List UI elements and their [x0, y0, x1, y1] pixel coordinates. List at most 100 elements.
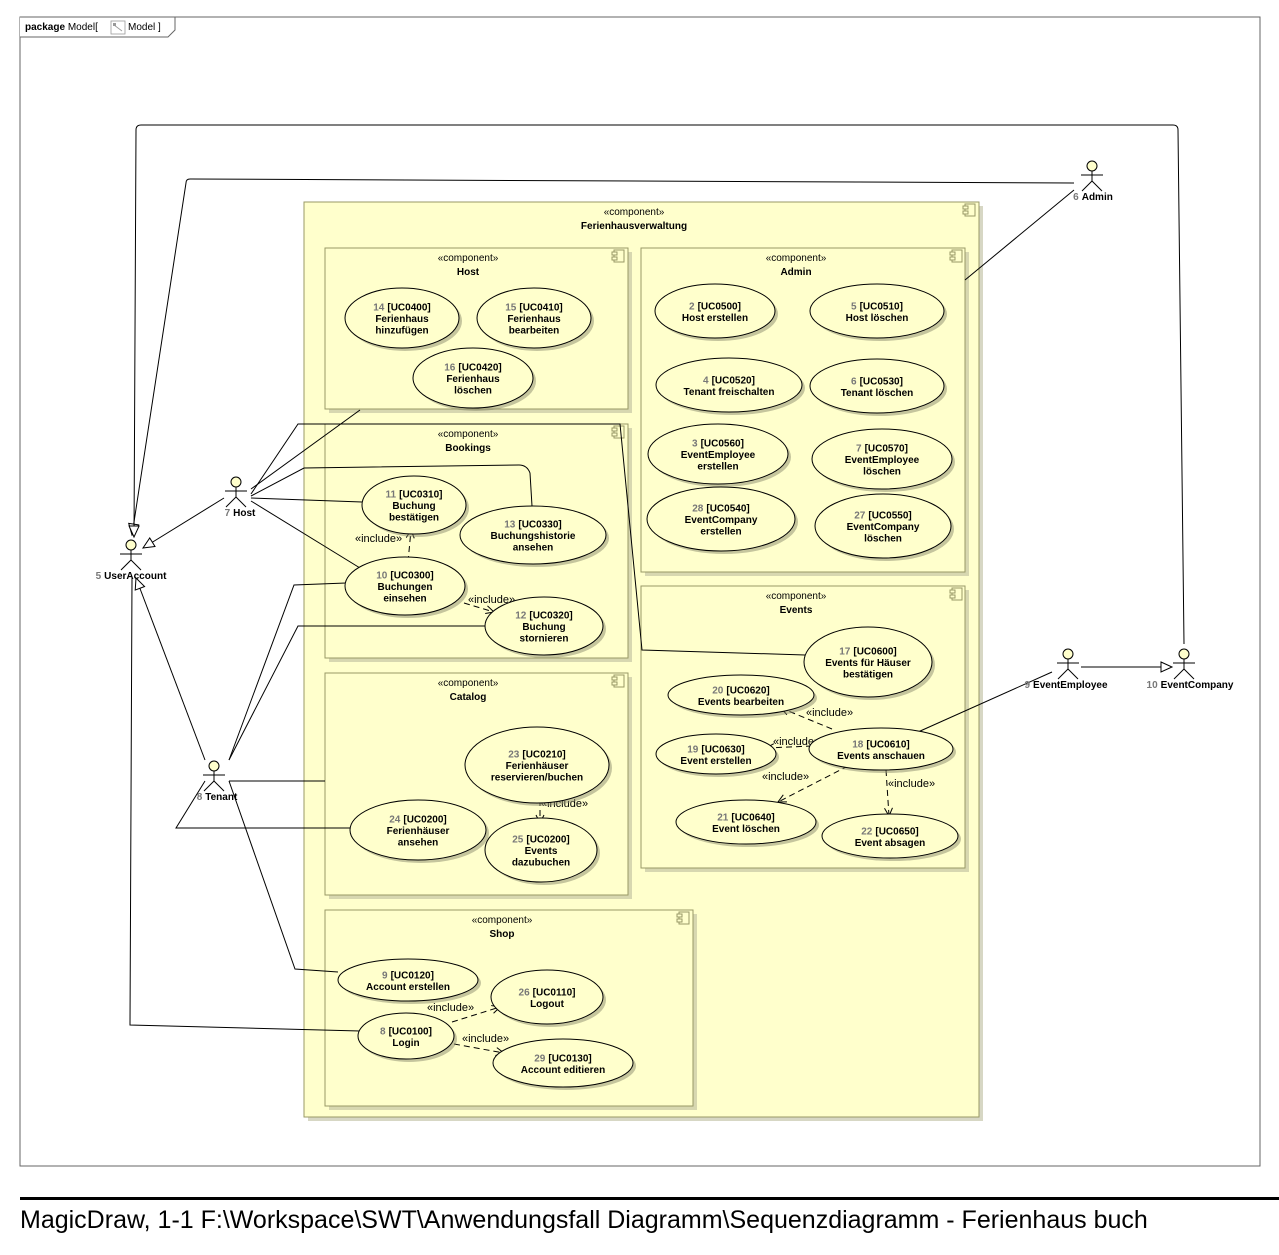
actor-name: Tenant: [205, 792, 238, 803]
use-case-number: 6: [851, 376, 857, 387]
use-case-name: EventCompany: [847, 522, 920, 533]
use-case-id: 19[UC0630]: [687, 744, 744, 755]
use-case-id: 14[UC0400]: [373, 303, 430, 314]
use-case-id: 25[UC0200]: [512, 835, 569, 846]
use-case-uc21: 21[UC0640]Event löschen: [675, 799, 819, 847]
include-label: «include»: [773, 736, 820, 748]
use-case-name: stornieren: [520, 634, 569, 645]
use-case-ellipse: [809, 358, 945, 414]
use-case-number: 17: [839, 647, 851, 658]
actor-number: 6: [1073, 192, 1079, 203]
use-case-name: Account erstellen: [366, 982, 450, 993]
use-case-code: [UC0200]: [403, 815, 446, 826]
use-case-id: 29[UC0130]: [534, 1053, 591, 1064]
component-name: Bookings: [445, 443, 491, 454]
use-case-name: Tenant freischalten: [684, 387, 775, 398]
use-case-code: [UC0400]: [387, 303, 430, 314]
footer-path: MagicDraw, 1-1 F:\Workspace\SWT\Anwendun…: [20, 1206, 1148, 1234]
use-case-code: [UC0540]: [706, 504, 749, 515]
component-name: Admin: [780, 267, 811, 278]
use-case-id: 4[UC0520]: [703, 375, 755, 386]
use-case-number: 4: [703, 375, 709, 386]
include-8-29: [453, 1043, 504, 1053]
component-name: Catalog: [450, 692, 487, 703]
use-case-ellipse: [675, 799, 817, 845]
use-case-code: [UC0330]: [518, 520, 561, 531]
use-case-id: 28[UC0540]: [692, 504, 749, 515]
use-case-number: 29: [534, 1053, 546, 1064]
use-case-number: 22: [861, 826, 873, 837]
component-name: Events: [780, 605, 813, 616]
include-labels: «include» «include» «include» «include» …: [355, 533, 935, 1045]
use-case-code: [UC0640]: [731, 812, 774, 823]
use-case-number: 21: [717, 812, 729, 823]
use-case-name: Event erstellen: [680, 756, 751, 767]
actor-name: Admin: [1082, 192, 1113, 203]
stick-figure-icon: [1173, 648, 1195, 680]
stereotype-label: «component»: [472, 915, 533, 926]
frame-name: Model: [68, 22, 95, 33]
use-case-name: Event löschen: [712, 824, 780, 835]
use-case-name: Host erstellen: [682, 313, 748, 324]
stick-figure-icon: [1057, 648, 1079, 680]
actor-name: UserAccount: [104, 571, 167, 582]
actor-number: 5: [96, 571, 102, 582]
use-case-name: Ferienhäuser: [387, 826, 450, 837]
use-case-code: [UC0520]: [712, 375, 755, 386]
actor-number: 10: [1147, 680, 1159, 691]
use-case-number: 25: [512, 835, 524, 846]
use-case-ellipse: [492, 1038, 634, 1088]
use-case-name: Buchung: [392, 501, 435, 512]
use-case-id: 15[UC0410]: [505, 303, 562, 314]
use-case-id: 13[UC0330]: [504, 520, 561, 531]
use-case-number: 26: [519, 987, 531, 998]
use-case-name: löschen: [454, 386, 492, 397]
stereotype-label: «component»: [766, 591, 827, 602]
use-case-name: erstellen: [700, 527, 741, 538]
use-case-name: bestätigen: [389, 513, 439, 524]
use-case-id: 20[UC0620]: [712, 685, 769, 696]
use-case-code: [UC0120]: [391, 970, 434, 981]
use-case-code: [UC0110]: [533, 987, 576, 998]
component-name: Shop: [490, 929, 515, 940]
use-case-id: 11[UC0310]: [386, 490, 443, 501]
component-name: Host: [457, 267, 480, 278]
include-18-22: [886, 769, 889, 816]
actor-number: 7: [225, 508, 231, 519]
use-case-name: löschen: [864, 534, 902, 545]
stereotype-label: «component»: [604, 207, 665, 218]
actor-number: 9: [1024, 680, 1030, 691]
use-case-id: 27[UC0550]: [854, 511, 911, 522]
use-case-uc26: 26[UC0110]Logout: [490, 969, 606, 1027]
use-case-ellipse: [484, 596, 604, 656]
use-case-diagram: package Model[ Model ] «component» Ferie…: [19, 16, 1261, 1167]
use-case-ellipse: [814, 493, 952, 559]
use-case-id: 3[UC0560]: [692, 439, 744, 450]
use-case-name: Buchung: [522, 622, 565, 633]
use-case-code: [UC0420]: [458, 363, 501, 374]
use-case-name: Ferienhaus: [507, 314, 561, 325]
component-icon: [676, 911, 690, 925]
generalization-eventcompany-useraccount: [128, 124, 1185, 645]
stereotype-label: «component»: [766, 253, 827, 264]
use-case-id: 5[UC0510]: [851, 301, 903, 312]
actor-name: Host: [233, 508, 256, 519]
use-case-number: 16: [444, 363, 456, 374]
use-case-code: [UC0500]: [698, 301, 741, 312]
use-case-name: reservieren/buchen: [491, 773, 583, 784]
use-case-code: [UC0560]: [701, 439, 744, 450]
